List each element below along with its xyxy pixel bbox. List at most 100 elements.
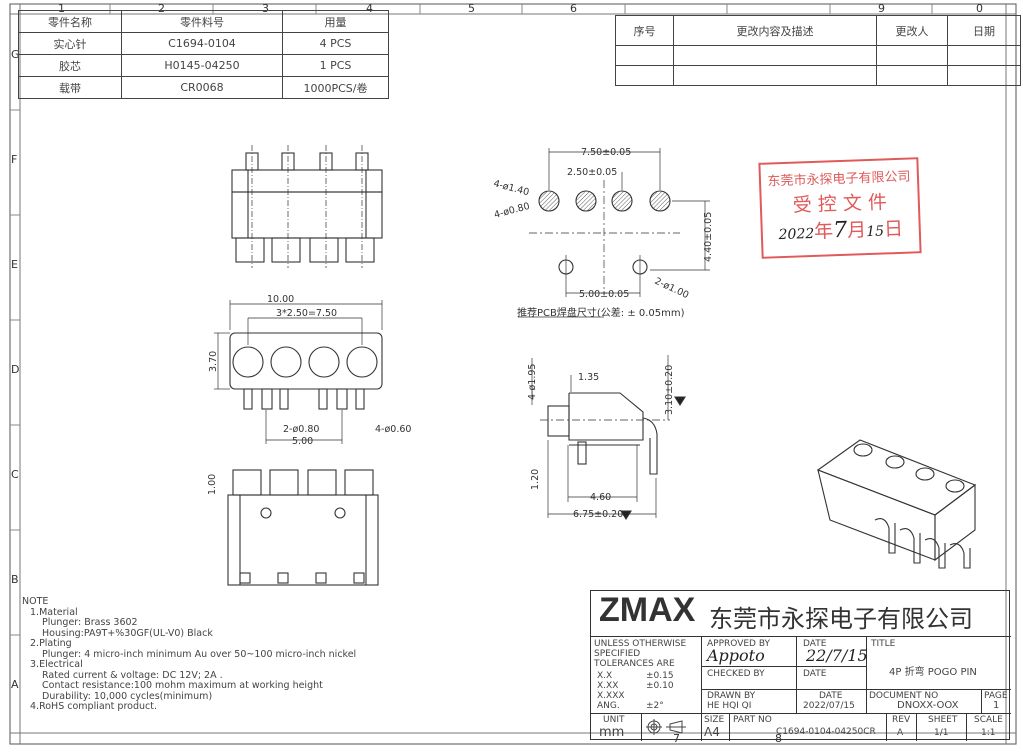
pcb-layout-caption: 推荐PCB焊盘尺寸(公差: ± 0.05mm) xyxy=(517,306,685,319)
title-block: ZMAX 东莞市永探电子有限公司 UNLESS OTHERWISE SPECIF… xyxy=(590,590,1011,741)
stamp-date-month: 7 xyxy=(832,217,848,244)
document-no: DNOXX-OOX xyxy=(897,700,959,711)
page-label: PAGE xyxy=(984,691,1008,701)
tolerance-value: ±0.10 xyxy=(646,681,674,691)
tolerance-label: X.XXX xyxy=(597,691,625,701)
approved-by-signature: Appoto xyxy=(707,646,765,665)
unit-label: UNIT xyxy=(603,715,625,725)
company-name: 东莞市永探电子有限公司 xyxy=(709,605,973,633)
title-label: TITLE xyxy=(871,639,896,649)
dimension-label: 4.40±0.05 xyxy=(703,212,714,262)
dimension-label: 6.75±0.20 xyxy=(573,509,623,520)
note-line: Rated current & voltage: DC 12V; 2A . xyxy=(42,669,223,681)
tolerance-heading: UNLESS OTHERWISE SPECIFIED TOLERANCES AR… xyxy=(594,639,687,669)
top-view xyxy=(231,145,383,268)
dimension-label: 1.00 xyxy=(207,474,218,495)
note-line: Plunger: 4 micro-inch minimum Au over 50… xyxy=(42,648,357,660)
dimension-label: 4-ø0.80 xyxy=(493,201,531,221)
checked-date-label: DATE xyxy=(803,669,827,679)
dimension-label: 10.00 xyxy=(267,294,294,305)
revision-table: 序号 更改内容及描述 更改人 日期 xyxy=(615,15,1021,86)
front-view xyxy=(214,300,383,444)
drawn-by-label: DRAWN BY xyxy=(707,691,756,701)
dimension-label: 4.60 xyxy=(590,492,611,503)
column-marker: 9 xyxy=(878,2,885,15)
drawing-title: 4P 折弯 POGO PIN xyxy=(889,667,977,678)
row-marker: F xyxy=(11,153,17,166)
tolerance-value: ±2° xyxy=(646,701,664,711)
row-marker: B xyxy=(11,573,19,586)
dimension-label: 1.20 xyxy=(530,469,541,490)
stamp-date-day-char: 日 xyxy=(883,217,904,241)
stamp-date-month-char: 月 xyxy=(846,219,867,242)
isometric-view xyxy=(816,439,977,569)
column-marker: 6 xyxy=(570,2,577,15)
part-name: 载带 xyxy=(18,76,122,99)
dimension-label: 2.50±0.05 xyxy=(567,167,617,178)
stamp-date: 2022年7月15日 xyxy=(762,213,919,245)
column-marker: 3 xyxy=(262,2,269,15)
dimension-label: 4-ø1.95 xyxy=(527,364,538,400)
note-line: 4.RoHS compliant product. xyxy=(30,701,157,712)
scale: 1:1 xyxy=(981,728,996,738)
drawn-date-label: DATE xyxy=(819,691,843,701)
header-quantity: 用量 xyxy=(282,10,389,33)
part-no-label: PART NO xyxy=(733,715,772,725)
page-number: 1 xyxy=(993,700,1000,711)
column-marker: 0 xyxy=(976,2,983,15)
projection-symbol-icon xyxy=(646,719,686,735)
table-row: 载带 CR0068 1000PCS/卷 xyxy=(18,76,389,99)
dimension-label: 5.00 xyxy=(292,436,313,447)
column-marker: 5 xyxy=(468,2,475,15)
sheet-label: SHEET xyxy=(928,715,958,725)
rev-label: REV xyxy=(892,715,911,725)
approved-date: 22/7/15 xyxy=(806,646,868,665)
note-line: 1.Material xyxy=(30,606,78,618)
dimension-label: 2-ø0.80 xyxy=(283,424,319,435)
column-marker: 8 xyxy=(775,732,782,745)
approved-by-label: APPROVED BY xyxy=(707,639,771,649)
header-date: 日期 xyxy=(947,15,1021,46)
part-no: C1694-0104-04250CR xyxy=(776,727,876,737)
column-marker: 1 xyxy=(58,2,65,15)
controlled-document-stamp: 东莞市永探电子有限公司 受 控 文 件 2022年7月15日 xyxy=(758,157,922,259)
row-marker: E xyxy=(11,258,18,271)
table-row: 胶芯 H0145-04250 1 PCS xyxy=(18,54,389,77)
note-line: Durability: 10,000 cycles(minimum) xyxy=(42,690,213,702)
drawn-by: HE HQI QI xyxy=(707,701,752,711)
scale-label: SCALE xyxy=(974,715,1003,725)
drawn-date: 2022/07/15 xyxy=(803,701,855,711)
dimension-label: 3.70 xyxy=(208,351,219,372)
column-marker: 4 xyxy=(366,2,373,15)
company-logo: ZMAX xyxy=(599,591,696,629)
column-marker: 2 xyxy=(158,2,165,15)
parts-table: 零件名称 零件料号 用量 实心针 C1694-0104 4 PCS 胶芯 H01… xyxy=(18,10,389,99)
row-marker: D xyxy=(11,363,19,376)
stamp-company: 东莞市永探电子有限公司 xyxy=(767,169,911,190)
tolerance-label: X.X xyxy=(597,671,613,681)
bottom-view xyxy=(227,469,379,586)
tolerance-label: X.XX xyxy=(597,681,619,691)
rev: A xyxy=(897,728,904,738)
checked-by-label: CHECKED BY xyxy=(707,669,765,679)
column-marker: 7 xyxy=(673,732,680,745)
stamp-date-year-char: 年 xyxy=(813,220,834,243)
row-marker: G xyxy=(11,48,20,61)
part-number: C1694-0104 xyxy=(121,32,283,55)
row-marker: C xyxy=(11,468,19,481)
notes: NOTE 1.Material Plunger: Brass 3602 Hous… xyxy=(22,596,357,713)
stamp-date-year: 2022 xyxy=(778,225,815,244)
dimension-label: 4-ø1.40 xyxy=(492,178,530,198)
note-line: 2.Plating xyxy=(30,638,72,649)
tolerance-value: ±0.15 xyxy=(646,671,674,681)
dimension-label: 1.35 xyxy=(578,372,599,383)
notes-heading: NOTE xyxy=(22,596,49,607)
unit: mm xyxy=(599,725,625,740)
size-label: SIZE xyxy=(704,715,725,725)
quantity: 1000PCS/卷 xyxy=(282,76,389,99)
row-marker: A xyxy=(11,678,19,691)
tolerance-label: ANG. xyxy=(597,701,620,711)
quantity: 4 PCS xyxy=(282,32,389,55)
note-line: Housing:PA9T+%30GF(UL-V0) Black xyxy=(42,627,213,639)
